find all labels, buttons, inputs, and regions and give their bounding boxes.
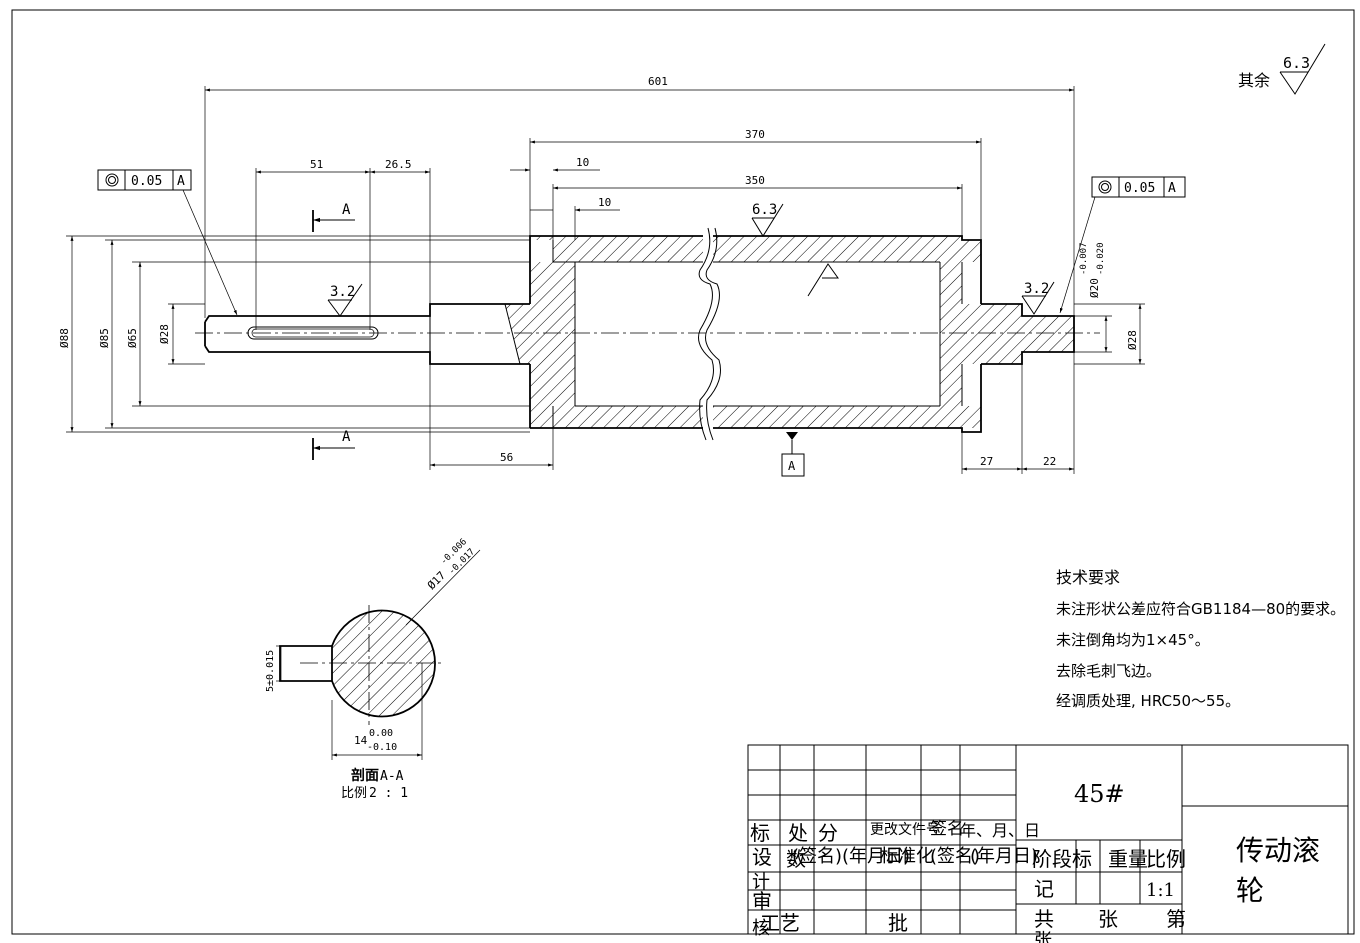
tech-req-item: 经调质处理, HRC50～55。 [1056, 692, 1240, 710]
roughness-left-value: 3.2 [330, 284, 355, 300]
tb-design-t1: (签名) [792, 846, 842, 867]
dimension-diameters-right: Ø28 Ø20 -0.007 -0.020 [1074, 242, 1145, 365]
tolerance-left-value: 0.05 [131, 174, 162, 189]
tech-req-item: 未注倒角均为1×45°。 [1056, 631, 1210, 649]
tech-req-title: 技术要求 [1056, 568, 1120, 587]
datum-marker: A [781, 432, 805, 477]
dim-keyway-length: 51 [310, 158, 323, 171]
tolerance-right-datum: A [1168, 181, 1176, 196]
dim-right-journal: 22 [1043, 455, 1056, 468]
dim-hub-length: 56 [500, 451, 513, 464]
tolerance-right-value: 0.05 [1124, 181, 1155, 196]
tb-design-t5: (年月日) [970, 846, 1038, 867]
drawing-border [11, 9, 1355, 935]
section-scale-prefix: 比例 [341, 786, 367, 801]
tb-scale-value: 1:1 [1146, 880, 1175, 901]
section-depth: 14 [354, 734, 368, 747]
dim-dia-85: Ø85 [98, 328, 111, 348]
section-key-width: 5±0.015 [265, 650, 276, 692]
dim-dia-outer: Ø88 [58, 328, 71, 348]
tb-scale-label: 比例 [1146, 847, 1186, 871]
roughness-right: 3.2 [1021, 281, 1055, 315]
tb-design-t2: (年月日) [842, 846, 910, 867]
dim-overall-length: 601 [648, 75, 668, 88]
dim-wall-left: 10 [576, 156, 589, 169]
weld-symbol [807, 263, 839, 297]
section-mark-bottom: A [342, 429, 351, 445]
drum-body [504, 227, 1075, 441]
tech-req-item: 未注形状公差应符合GB1184—80的要求。 [1056, 600, 1345, 618]
tb-header-c7: 数 [786, 847, 806, 871]
tech-req-item: 去除毛刺飞边。 [1056, 662, 1161, 680]
dim-dia-right-journal: Ø20 [1088, 278, 1101, 298]
title-material: 45# [1074, 780, 1125, 808]
dimension-overall: 601 [204, 75, 1075, 318]
tb-design-c2: 计 [752, 872, 770, 893]
section-title-name: A-A [380, 769, 404, 784]
tb-header-c5: 签名 [930, 819, 964, 839]
tolerance-frame-right: 0.05 A [1059, 176, 1186, 314]
roughness-left: 3.2 [327, 283, 363, 317]
surface-finish-default-value: 6.3 [1283, 54, 1310, 72]
tolerance-left-datum: A [177, 174, 185, 189]
dim-dia-inner: Ø65 [126, 328, 139, 348]
tb-design-t3: 标准化 [880, 846, 934, 867]
section-scale-value: 2 : 1 [369, 786, 408, 801]
section-marks: A A [312, 202, 355, 460]
section-mark-top: A [342, 202, 351, 218]
dim-dia-shaft-right: Ø28 [1126, 330, 1139, 350]
tb-check-c2: 核 [752, 918, 770, 939]
dim-drum-length: 370 [745, 128, 765, 141]
tb-sheet: 张 [1098, 907, 1118, 931]
dimension-bottom: 56 27 22 [429, 352, 1075, 474]
tb-total: 共 [1034, 907, 1054, 931]
tb-design-t4: (签名) [930, 846, 980, 867]
technical-requirements: 技术要求 未注形状公差应符合GB1184—80的要求。 未注倒角均为1×45°。… [1056, 568, 1345, 710]
title-block: 45# 传动滚 轮 标 处 分 更改文件号 签名 年、月、日 数 设 计 (签名… [747, 744, 1349, 943]
dimension-diameters-left: Ø88 Ø85 Ø65 Ø28 [58, 235, 530, 433]
tb-sheet2: 张 [1034, 930, 1052, 943]
left-shaft [204, 303, 530, 365]
section-view: Ø17 -0.006 -0.017 5±0.015 14 0.00 -0.10 … [265, 537, 481, 801]
tb-process-c2: 批 [888, 911, 908, 935]
surface-finish-default: 其余 6.3 [1238, 43, 1326, 95]
roughness-top: 6.3 [751, 202, 784, 237]
tb-no: 第 [1166, 907, 1186, 931]
section-dia: Ø17 [425, 569, 448, 592]
dim-right-shoulder: 27 [980, 455, 993, 468]
tb-header-c2: 处 [788, 821, 808, 845]
dimension-drum: 370 350 10 10 [510, 128, 982, 240]
section-depth-tol-upper: 0.00 [369, 728, 393, 739]
section-title-prefix: 剖面 [351, 767, 379, 784]
dim-wall-left2: 10 [598, 196, 611, 209]
tb-phase-b: 记 [1034, 877, 1054, 901]
tb-process-c1: 工艺 [760, 911, 800, 935]
dim-dia-right-tol-upper: -0.007 [1079, 242, 1089, 275]
tb-header-c1: 标 [750, 821, 770, 845]
dim-drum-inner-length: 350 [745, 174, 765, 187]
tb-design-c1: 设 [752, 845, 772, 869]
dim-shaft-step: 26.5 [385, 158, 412, 171]
section-depth-tol-lower: -0.10 [367, 742, 397, 753]
tb-weight: 重量 [1108, 847, 1148, 871]
tolerance-frame-left: 0.05 A [97, 169, 238, 316]
roughness-right-value: 3.2 [1024, 281, 1049, 297]
dim-dia-shaft-left: Ø28 [158, 324, 171, 344]
tb-header-c6: 年、月、日 [960, 821, 1040, 840]
tb-header-c3: 分 [818, 821, 838, 845]
roughness-top-value: 6.3 [752, 202, 777, 218]
tb-phase-a: 阶段标 [1032, 847, 1092, 871]
tb-check-c1: 审 [752, 889, 772, 913]
title-part-name-1: 传动滚 [1236, 834, 1320, 867]
title-part-name-2: 轮 [1236, 874, 1264, 907]
surface-finish-default-prefix: 其余 [1238, 71, 1270, 90]
datum-label: A [788, 459, 796, 473]
dim-dia-right-tol-lower: -0.020 [1096, 242, 1106, 275]
dimension-keyway: 51 26.5 [255, 158, 431, 330]
tb-header-c4: 更改文件号 [870, 822, 940, 838]
